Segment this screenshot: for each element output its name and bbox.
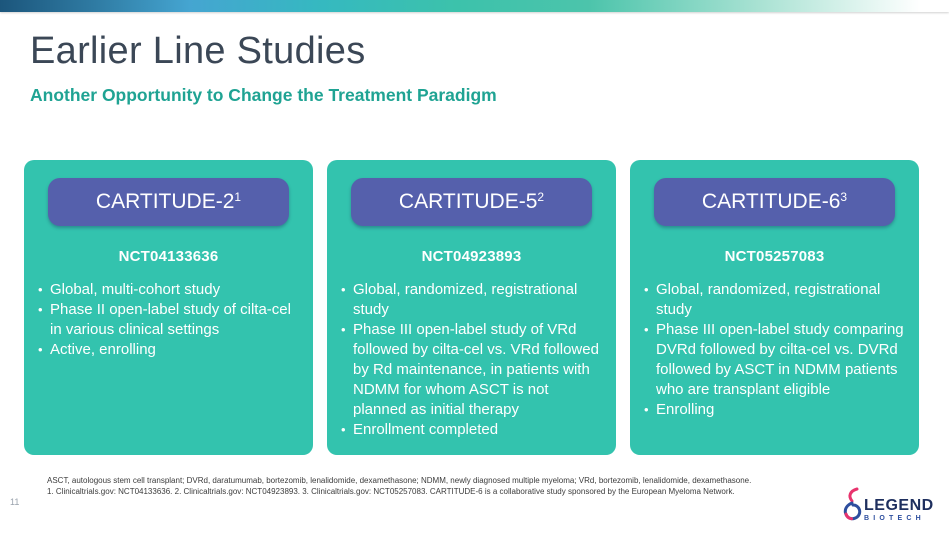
logo-text: LEGEND BIOTECH	[864, 496, 934, 522]
page-subtitle: Another Opportunity to Change the Treatm…	[30, 85, 497, 105]
footnote-abbreviations: ASCT, autologous stem cell transplant; D…	[47, 476, 752, 485]
legend-biotech-logo-icon	[843, 487, 862, 521]
study-footnote-ref: 2	[537, 190, 545, 204]
list-item: Phase III open-label study of VRd follow…	[341, 320, 606, 420]
study-bullet-list: Global, randomized, registrational study…	[341, 280, 606, 440]
list-item: Global, randomized, registrational study	[341, 280, 606, 320]
study-name: CARTITUDE-2	[95, 190, 235, 213]
footnotes: ASCT, autologous stem cell transplant; D…	[47, 476, 767, 497]
page-title: Earlier Line Studies	[30, 30, 366, 72]
study-cards-row: CARTITUDE-21 NCT04133636 Global, multi-c…	[24, 160, 919, 455]
nct-number: NCT05257083	[724, 248, 825, 265]
slide-header: Earlier Line Studies Another Opportunity…	[30, 30, 497, 106]
study-name: CARTITUDE-6	[701, 190, 841, 213]
study-bullet-list: Global, multi-cohort study Phase II open…	[38, 280, 303, 360]
top-gradient-bar	[0, 0, 949, 12]
list-item: Enrolling	[644, 400, 909, 420]
card-cartitude-5: CARTITUDE-52 NCT04923893 Global, randomi…	[327, 160, 616, 455]
card-cartitude-6: CARTITUDE-63 NCT05257083 Global, randomi…	[630, 160, 919, 455]
study-name: CARTITUDE-5	[398, 190, 538, 213]
nct-number: NCT04133636	[118, 248, 219, 265]
logo-name: LEGEND	[864, 496, 934, 514]
page-number: 11	[10, 497, 20, 507]
list-item: Active, enrolling	[38, 340, 303, 360]
study-footnote-ref: 1	[234, 190, 242, 204]
nct-number: NCT04923893	[421, 248, 522, 265]
list-item: Enrollment completed	[341, 420, 606, 440]
logo-subname: BIOTECH	[864, 514, 925, 522]
study-footnote-ref: 3	[840, 190, 848, 204]
footnote-references: 1. Clinicaltrials.gov: NCT04133636. 2. C…	[47, 486, 735, 496]
list-item: Phase II open-label study of cilta-cel i…	[38, 300, 303, 340]
card-cartitude-2: CARTITUDE-21 NCT04133636 Global, multi-c…	[24, 160, 313, 455]
study-bullet-list: Global, randomized, registrational study…	[644, 280, 909, 420]
legend-biotech-logo: LEGEND BIOTECH	[840, 487, 934, 525]
list-item: Phase III open-label study comparing DVR…	[644, 320, 909, 400]
list-item: Global, randomized, registrational study	[644, 280, 909, 320]
list-item: Global, multi-cohort study	[38, 280, 303, 300]
